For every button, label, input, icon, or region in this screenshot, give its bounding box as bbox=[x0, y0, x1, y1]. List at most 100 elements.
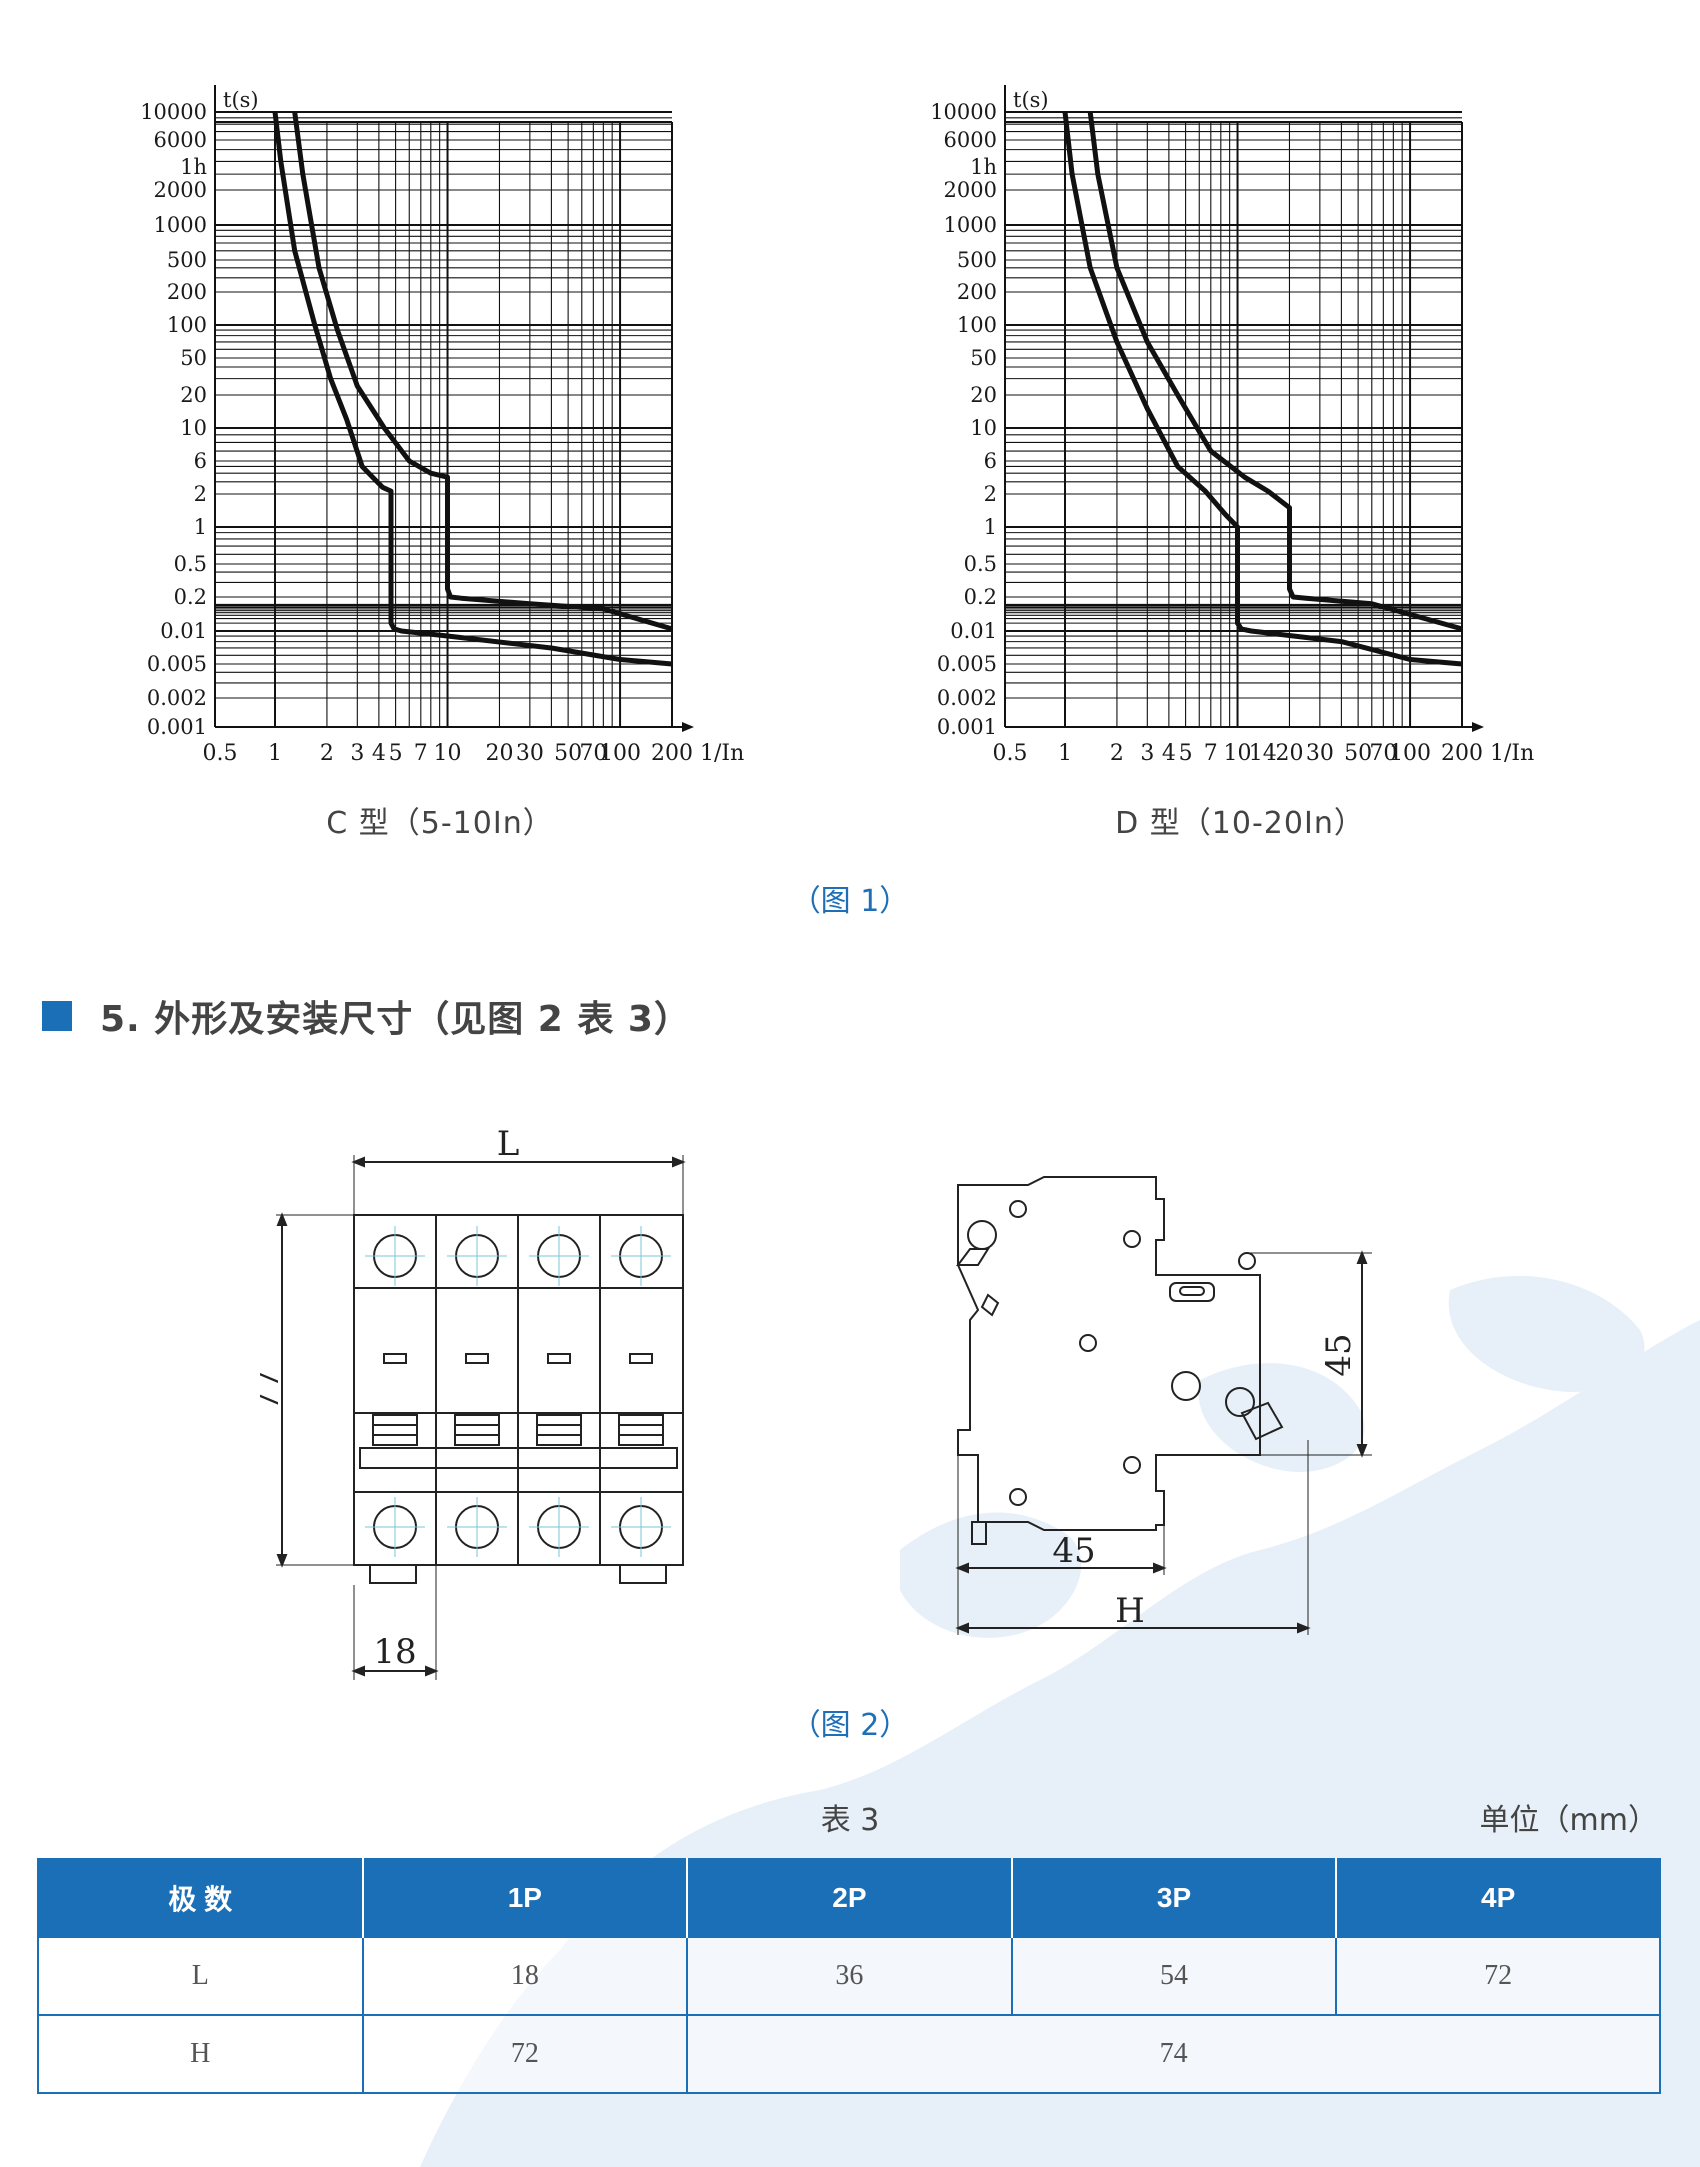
x-tick-label: 50 bbox=[1344, 741, 1372, 766]
section-heading: 5. 外形及安装尺寸（见图 2 表 3） bbox=[42, 990, 691, 1042]
y-tick-label: 6000 bbox=[944, 128, 997, 152]
x-tick-label: 10 bbox=[434, 741, 462, 766]
d-type-series-2 bbox=[1087, 111, 1463, 632]
d-type-chart-title: D 型（10-20In） bbox=[1115, 806, 1365, 841]
y-tick-label: 20 bbox=[180, 383, 207, 407]
y-tick-label: 0.5 bbox=[174, 552, 207, 576]
y-tick-label: 0.005 bbox=[147, 652, 207, 676]
section-heading-text: 5. 外形及安装尺寸（见图 2 表 3） bbox=[100, 999, 691, 1040]
y-tick-label: 10 bbox=[970, 416, 997, 440]
figure-1-caption: （图 1） bbox=[790, 884, 910, 919]
table-cell: 36 bbox=[686, 1936, 1013, 2016]
y-tick-label: 0.002 bbox=[937, 686, 997, 710]
table-caption: 表 3 bbox=[820, 1803, 880, 1838]
x-tick-label: 100 bbox=[1389, 741, 1431, 766]
x-tick-label: 4 bbox=[1162, 741, 1176, 766]
table-row: L 18 36 54 72 bbox=[37, 1936, 1661, 2016]
x-axis-label: 1/In bbox=[700, 741, 744, 766]
section-marker-square bbox=[42, 1001, 72, 1031]
y-tick-label: 1h bbox=[970, 155, 997, 179]
dimension-table: 极 数 1P 2P 3P 4P L 18 36 54 72 H 72 74 bbox=[37, 1858, 1661, 2094]
x-tick-label: 4 bbox=[372, 741, 386, 766]
y-tick-label: 0.01 bbox=[950, 619, 997, 643]
x-tick-label: 7 bbox=[414, 741, 428, 766]
indicator-window bbox=[547, 1353, 571, 1364]
x-tick-label: 3 bbox=[350, 741, 364, 766]
table-row: H 72 74 bbox=[37, 2014, 1661, 2094]
y-tick-label: 100 bbox=[957, 313, 997, 337]
breaker-side-view-drawing: 45 45 H bbox=[955, 1176, 1372, 1635]
x-tick-label: 20 bbox=[485, 741, 513, 766]
x-tick-label: 200 bbox=[1441, 741, 1483, 766]
table-cell: 72 bbox=[361, 2014, 689, 2094]
x-tick-label: 1 bbox=[268, 741, 282, 766]
x-tick-label: 30 bbox=[516, 741, 544, 766]
x-tick-label: 14 bbox=[1249, 741, 1277, 766]
handle-slot bbox=[454, 1414, 500, 1446]
y-tick-label: 10000 bbox=[140, 100, 207, 124]
d-type-chart-svg: t(s)1000060001h2000100050020010050201062… bbox=[930, 85, 1534, 766]
table-cell: 54 bbox=[1010, 1936, 1338, 2016]
c-type-series-2 bbox=[292, 111, 673, 632]
x-tick-label: 1 bbox=[1058, 741, 1072, 766]
y-tick-label: 50 bbox=[180, 346, 207, 370]
y-tick-label: 0.01 bbox=[160, 619, 207, 643]
y-axis-label: t(s) bbox=[223, 88, 259, 112]
handle-slot bbox=[618, 1414, 664, 1446]
d-type-series-1 bbox=[1062, 111, 1463, 667]
dim-label-45-bottom: 45 bbox=[1052, 1531, 1095, 1571]
x-tick-label: 0.5 bbox=[203, 741, 238, 766]
y-tick-label: 10000 bbox=[930, 100, 997, 124]
x-tick-label: 100 bbox=[599, 741, 641, 766]
x-tick-label: 200 bbox=[651, 741, 693, 766]
y-tick-label: 1h bbox=[180, 155, 207, 179]
x-axis-arrow bbox=[682, 722, 694, 732]
table-header-cell: 4P bbox=[1336, 1859, 1660, 1937]
table-header-row: 极 数 1P 2P 3P 4P bbox=[38, 1859, 1660, 1937]
y-tick-label: 1 bbox=[984, 515, 997, 539]
c-type-chart-svg: t(s)1000060001h2000100050020010050201062… bbox=[140, 85, 744, 766]
y-tick-label: 1000 bbox=[944, 213, 997, 237]
table-unit: 单位（mm） bbox=[1479, 1803, 1658, 1838]
handle-slot bbox=[536, 1414, 582, 1446]
dim-label-45-vertical: 45 bbox=[1319, 1333, 1359, 1376]
y-tick-label: 0.2 bbox=[964, 585, 997, 609]
y-tick-label: 2 bbox=[194, 482, 207, 506]
y-tick-label: 200 bbox=[167, 280, 207, 304]
y-tick-label: 2 bbox=[984, 482, 997, 506]
y-tick-label: 200 bbox=[957, 280, 997, 304]
handle-slot bbox=[372, 1414, 418, 1446]
x-axis-arrow bbox=[1472, 722, 1484, 732]
y-tick-label: 0.002 bbox=[147, 686, 207, 710]
dim-label-L: L bbox=[497, 1124, 520, 1164]
y-tick-label: 500 bbox=[957, 248, 997, 272]
breaker-front-view-drawing: L 77 18 bbox=[260, 1124, 686, 1680]
x-tick-label: 3 bbox=[1140, 741, 1154, 766]
table-row-label: L bbox=[37, 1936, 364, 2016]
y-tick-label: 1 bbox=[194, 515, 207, 539]
x-tick-label: 30 bbox=[1306, 741, 1334, 766]
y-tick-label: 10 bbox=[180, 416, 207, 440]
y-tick-label: 2000 bbox=[944, 178, 997, 202]
x-tick-label: 70 bbox=[579, 741, 607, 766]
dim-label-77: 77 bbox=[260, 1368, 287, 1411]
x-tick-label: 5 bbox=[1179, 741, 1193, 766]
y-tick-label: 20 bbox=[970, 383, 997, 407]
y-tick-label: 6 bbox=[984, 449, 997, 473]
indicator-window bbox=[629, 1353, 653, 1364]
y-tick-label: 6 bbox=[194, 449, 207, 473]
table-cell: 18 bbox=[361, 1936, 689, 2016]
y-tick-label: 0.001 bbox=[937, 715, 997, 739]
x-tick-label: 2 bbox=[1110, 741, 1124, 766]
x-tick-label: 0.5 bbox=[993, 741, 1028, 766]
y-tick-label: 1000 bbox=[154, 213, 207, 237]
x-tick-label: 20 bbox=[1275, 741, 1303, 766]
dim-label-H: H bbox=[1115, 1591, 1145, 1631]
table-header-cell: 3P bbox=[1011, 1859, 1338, 1937]
y-tick-label: 0.001 bbox=[147, 715, 207, 739]
x-tick-label: 10 bbox=[1224, 741, 1252, 766]
indicator-window bbox=[383, 1353, 407, 1364]
y-tick-label: 500 bbox=[167, 248, 207, 272]
